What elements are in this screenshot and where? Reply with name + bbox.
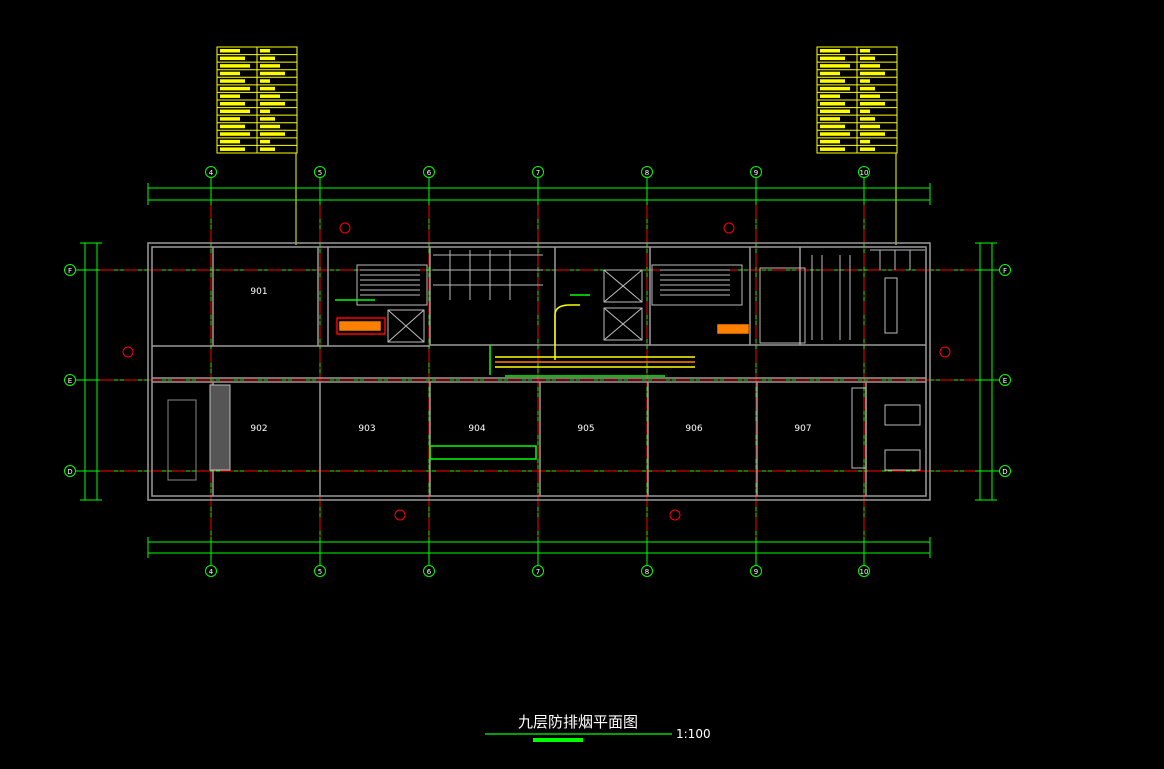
smoke-ducts: [335, 294, 749, 460]
stair-left-icon: [360, 269, 420, 296]
fire-zone-icon: [939, 346, 951, 358]
axis-label: 8: [645, 568, 649, 576]
axis-label: 4: [209, 169, 214, 177]
room-number: 906: [685, 424, 702, 434]
drawing-scale: 1:100: [676, 727, 711, 741]
axis-label: F: [68, 267, 72, 275]
room-number: 904: [468, 424, 485, 434]
axis-bubble: [999, 465, 1011, 477]
axis-bubble: [641, 166, 653, 178]
axis-bubble: [314, 565, 326, 577]
room-number: 903: [358, 424, 375, 434]
info-table: [216, 46, 298, 245]
axis-label: 10: [860, 169, 869, 177]
axis-label: 8: [645, 169, 649, 177]
info-tables: [216, 46, 898, 245]
axis-label: D: [67, 468, 72, 476]
core-fixtures: [167, 249, 925, 481]
axis-bubble: [64, 465, 76, 477]
axis-label: F: [1003, 267, 1007, 275]
room-number: 907: [794, 424, 811, 434]
fire-zone-icon: [669, 509, 681, 521]
axis-bubble: [423, 166, 435, 178]
axis-bubble: [999, 264, 1011, 276]
axis-bubble: [64, 264, 76, 276]
building-walls: [147, 242, 931, 501]
fire-zone-icon: [122, 346, 134, 358]
axis-bubble: [205, 565, 217, 577]
axis-bubble: [532, 565, 544, 577]
room-labels: 901 902 903 904 905 906 907: [250, 287, 811, 434]
axis-label: 5: [318, 568, 322, 576]
drawing-title: 九层防排烟平面图: [518, 713, 638, 731]
axis-label: D: [1002, 468, 1007, 476]
title-subnote: [533, 738, 583, 742]
dimension-lines: [80, 183, 997, 558]
axis-bubble: [750, 565, 762, 577]
axis-bubble: [999, 374, 1011, 386]
axis-bubble: [858, 565, 870, 577]
axis-label: 4: [209, 568, 214, 576]
axis-label: 7: [536, 568, 540, 576]
axis-label: 7: [536, 169, 540, 177]
axis-bubble: [64, 374, 76, 386]
axis-label: 9: [754, 169, 758, 177]
axis-bubble: [858, 166, 870, 178]
fire-zone-icon: [723, 222, 735, 234]
room-number: 905: [577, 424, 594, 434]
info-table: [816, 46, 898, 245]
axis-bubble: [314, 166, 326, 178]
axis-label: E: [68, 377, 72, 385]
axis-label: 5: [318, 169, 322, 177]
fire-zone-icon: [339, 222, 351, 234]
axis-label: E: [1003, 377, 1007, 385]
axis-bubble: [750, 166, 762, 178]
fire-zone-icon: [394, 509, 406, 521]
axis-bubble: [423, 565, 435, 577]
axis-bubble: [641, 565, 653, 577]
room-number: 901: [250, 287, 267, 297]
room-number: 902: [250, 424, 267, 434]
axis-label: 10: [860, 568, 869, 576]
axis-label: 6: [427, 169, 432, 177]
fire-zone-markers: [122, 222, 951, 521]
axis-bubble: [205, 166, 217, 178]
axis-label: 6: [427, 568, 432, 576]
axis-label: 9: [754, 568, 758, 576]
axis-bubble: [532, 166, 544, 178]
